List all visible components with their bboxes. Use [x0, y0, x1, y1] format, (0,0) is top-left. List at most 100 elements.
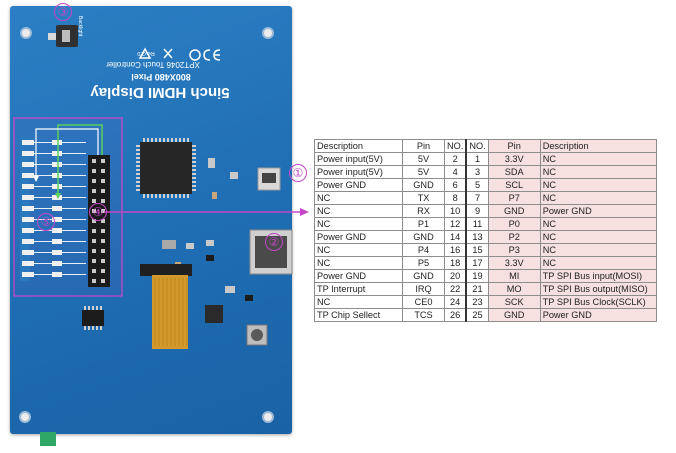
cell-pin-left: GND	[402, 178, 445, 192]
header-pin-left: Pin	[402, 139, 445, 153]
callout-2: ②	[265, 233, 283, 251]
cell-description-left: NC	[314, 191, 403, 205]
cell-description-right: NC	[539, 256, 657, 270]
cell-no-right: 5	[465, 178, 489, 192]
mount-hole	[20, 27, 32, 39]
component	[186, 243, 194, 249]
highlight-trace	[35, 128, 99, 178]
fpc-connector	[140, 264, 192, 276]
touch-chip	[82, 310, 104, 326]
cell-no-right: 21	[465, 282, 489, 296]
header-no-right: NO.	[465, 139, 489, 153]
cell-no-right: 3	[465, 165, 489, 179]
cell-no-left: 22	[444, 282, 468, 296]
cell-no-right: 23	[465, 295, 489, 309]
cell-description-right: NC	[539, 165, 657, 179]
backlight-label: Backlight	[77, 16, 83, 37]
cell-pin-left: 5V	[402, 165, 445, 179]
cell-description-left: Power input(5V)	[314, 165, 403, 179]
mount-hole	[262, 411, 274, 423]
callout-1: ①	[289, 164, 307, 182]
cell-description-left: NC	[314, 217, 403, 231]
cell-no-right: 25	[465, 308, 489, 322]
main-chip	[140, 142, 192, 194]
cell-pin-right: SCK	[487, 295, 541, 309]
cell-description-left: NC	[314, 256, 403, 270]
cell-description-left: NC	[314, 295, 403, 309]
cell-description-left: Power input(5V)	[314, 152, 403, 166]
gpio-header	[88, 155, 110, 287]
cell-description-right: NC	[539, 230, 657, 244]
cell-pin-right: P7	[487, 191, 541, 205]
cell-pin-left: GND	[402, 269, 445, 283]
cell-description-right: NC	[539, 191, 657, 205]
cell-description-left: TP Interrupt	[314, 282, 403, 296]
component	[230, 172, 238, 179]
cell-pin-right: MI	[487, 269, 541, 283]
cell-description-right: NC	[539, 243, 657, 257]
cell-pin-right: P0	[487, 217, 541, 231]
board-resolution: 800X480 Pixel	[131, 72, 191, 82]
header-description-left: Description	[314, 139, 403, 153]
cell-no-left: 26	[444, 308, 468, 322]
fpc-ribbon	[152, 275, 188, 349]
cell-no-left: 4	[444, 165, 468, 179]
cell-description-right: Power GND	[539, 308, 657, 322]
component	[245, 295, 253, 301]
chip-pins	[136, 138, 196, 198]
cell-no-left: 16	[444, 243, 468, 257]
cell-no-right: 13	[465, 230, 489, 244]
cell-description-right: TP SPI Bus input(MOSI)	[539, 269, 657, 283]
cell-no-right: 15	[465, 243, 489, 257]
cell-description-left: TP Chip Sellect	[314, 308, 403, 322]
header-description-right: Description	[539, 139, 657, 153]
cell-pin-left: GND	[402, 230, 445, 244]
pinout-table: Description Pin NO. NO. Pin Description …	[314, 139, 657, 322]
cell-description-right: Power GND	[539, 204, 657, 218]
cell-description-right: NC	[539, 152, 657, 166]
cell-pin-left: CE0	[402, 295, 445, 309]
cell-pin-left: TX	[402, 191, 445, 205]
board-title: 5inch HDMI Display	[90, 84, 230, 101]
cell-pin-right: 3.3V	[487, 256, 541, 270]
header-no-left: NO.	[444, 139, 468, 153]
component	[225, 286, 235, 293]
cell-description-left: Power GND	[314, 230, 403, 244]
cell-pin-right: SCL	[487, 178, 541, 192]
component	[208, 158, 215, 168]
cell-no-left: 10	[444, 204, 468, 218]
highlight-trace	[57, 124, 103, 195]
cell-no-left: 2	[444, 152, 468, 166]
callout-5: ⑤	[37, 213, 55, 231]
cell-pin-right: GND	[487, 204, 541, 218]
regulator	[205, 305, 223, 323]
cell-no-left: 20	[444, 269, 468, 283]
component	[212, 192, 217, 199]
cert-logos	[138, 47, 221, 61]
cell-description-left: NC	[314, 243, 403, 257]
cell-pin-left: TCS	[402, 308, 445, 322]
component	[162, 240, 176, 249]
header-pin-right: Pin	[487, 139, 541, 153]
board-revision: Rev2.0	[137, 50, 155, 56]
cell-pin-right: P2	[487, 230, 541, 244]
cell-description-right: TP SPI Bus Clock(SCLK)	[539, 295, 657, 309]
cell-no-right: 11	[465, 217, 489, 231]
cell-no-right: 1	[465, 152, 489, 166]
cell-pin-left: 5V	[402, 152, 445, 166]
cell-no-left: 18	[444, 256, 468, 270]
cell-no-right: 9	[465, 204, 489, 218]
cell-pin-left: IRQ	[402, 282, 445, 296]
cell-pin-right: MO	[487, 282, 541, 296]
